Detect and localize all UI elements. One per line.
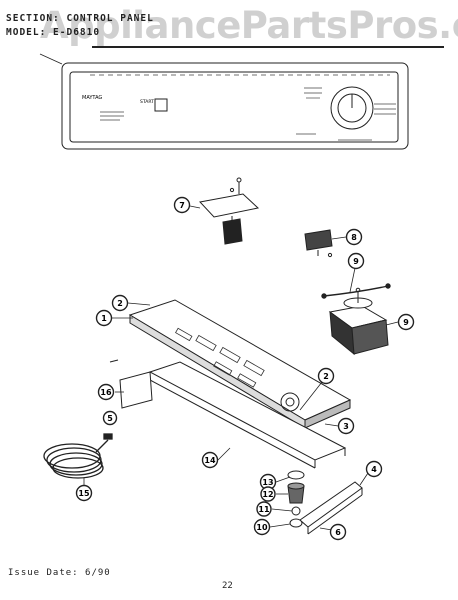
part-1-control-tray <box>128 299 352 429</box>
callout-14: 14 <box>201 451 219 469</box>
svg-text:7: 7 <box>179 201 185 210</box>
part-3-switch-bracket <box>199 177 260 245</box>
svg-text:13: 13 <box>262 478 273 487</box>
part-8-bracket <box>299 481 363 535</box>
svg-text:5: 5 <box>107 414 113 423</box>
svg-text:4: 4 <box>371 465 377 474</box>
callout-5: 9 <box>347 252 365 270</box>
part-15-power-cord <box>43 433 113 479</box>
svg-text:11: 11 <box>258 505 270 514</box>
svg-text:15: 15 <box>78 489 90 498</box>
svg-text:10: 10 <box>256 523 268 532</box>
start-label: START <box>140 99 154 105</box>
callout-12: 12 <box>260 486 276 502</box>
part-10-clip <box>289 518 303 528</box>
model-title: MODEL: E-D6810 <box>6 27 101 38</box>
control-panel-illustration <box>39 53 409 150</box>
page-number: 22 <box>222 581 233 591</box>
callout-8: 4 <box>365 460 383 478</box>
svg-text:8: 8 <box>351 233 357 242</box>
svg-text:2: 2 <box>117 299 123 308</box>
part-11-washer <box>291 506 301 516</box>
callout-7: 3 <box>337 417 355 435</box>
part-16-bracket <box>109 359 153 409</box>
svg-text:1: 1 <box>101 314 107 323</box>
header-rule <box>92 46 444 48</box>
callout-6: 9 <box>397 313 415 331</box>
callout-10: 10 <box>253 518 271 536</box>
svg-text:16: 16 <box>100 388 112 397</box>
svg-text:12: 12 <box>262 490 273 499</box>
part-13-knob <box>287 470 305 480</box>
part-6-timer <box>328 287 389 356</box>
callout-2-upper: 2 <box>111 294 129 312</box>
svg-text:3: 3 <box>343 422 349 431</box>
callout-3: 7 <box>173 196 191 214</box>
callout-9-left: 5 <box>102 410 118 426</box>
part-4-component <box>304 229 333 258</box>
callout-4: 8 <box>345 228 363 246</box>
timer-dial-illustration <box>330 86 374 130</box>
callout-9-right: 6 <box>329 523 347 541</box>
callout-1: 1 <box>95 309 113 327</box>
callout-2-lower: 2 <box>317 367 335 385</box>
callout-11: 11 <box>256 501 272 517</box>
svg-text:9: 9 <box>353 257 359 266</box>
svg-text:6: 6 <box>335 528 341 537</box>
callout-15: 15 <box>75 484 93 502</box>
brand-label: MAYTAG <box>82 95 102 101</box>
watermark: AppliancePartsPros.com <box>40 4 458 47</box>
start-button-illustration <box>154 98 168 112</box>
part-12-knob <box>287 482 305 504</box>
svg-text:2: 2 <box>323 372 329 381</box>
svg-text:14: 14 <box>204 456 216 465</box>
callout-16: 16 <box>97 383 115 401</box>
svg-text:9: 9 <box>403 318 409 327</box>
section-title: SECTION: CONTROL PANEL <box>6 13 154 24</box>
issue-date: Issue Date: 6/90 <box>8 568 111 578</box>
